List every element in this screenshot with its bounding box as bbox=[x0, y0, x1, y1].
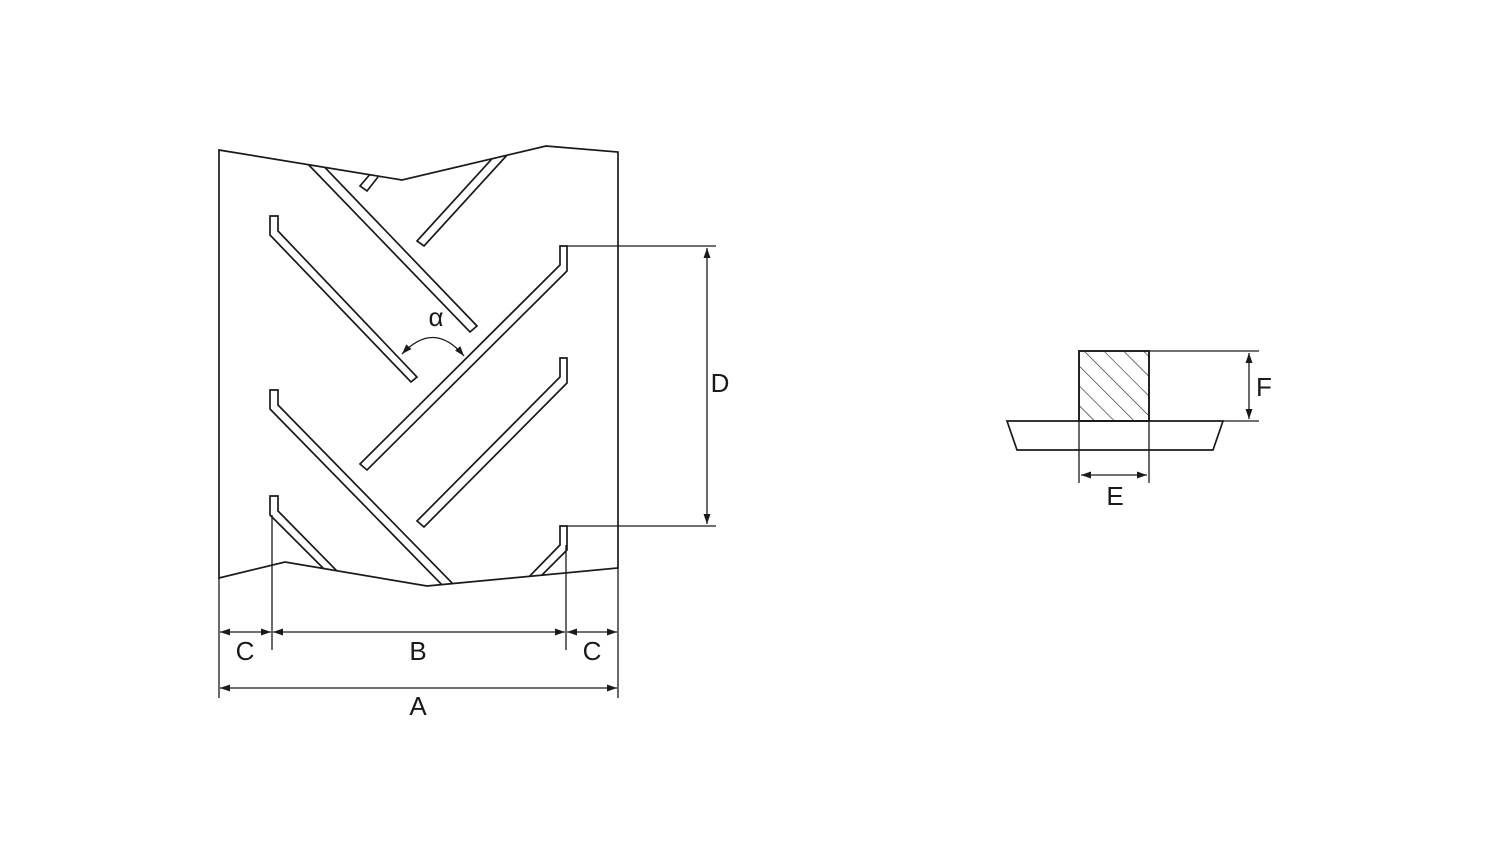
dimension-b: B bbox=[273, 628, 565, 666]
dimension-f: F bbox=[1149, 350, 1272, 422]
label-alpha: α bbox=[428, 302, 443, 332]
cleat-row1-left bbox=[269, 215, 419, 384]
label-d: D bbox=[711, 368, 730, 398]
label-c-right: C bbox=[583, 636, 602, 666]
label-b: B bbox=[409, 636, 426, 666]
angle-alpha-arc bbox=[401, 336, 465, 357]
label-e: E bbox=[1106, 481, 1123, 511]
cleat-top-stub bbox=[358, 171, 379, 193]
base-belt-section bbox=[1005, 420, 1225, 451]
cleat-row2-left bbox=[269, 389, 457, 586]
label-c-left: C bbox=[236, 636, 255, 666]
dimension-d: D bbox=[567, 245, 730, 527]
cleat-row2-right bbox=[415, 357, 568, 529]
dimension-e: E bbox=[1078, 421, 1150, 511]
dimension-c-left: C bbox=[220, 628, 271, 666]
label-a: A bbox=[409, 691, 427, 721]
dimension-c-right: C bbox=[567, 628, 617, 666]
cleat-cross-section: F E bbox=[1005, 350, 1272, 511]
label-f: F bbox=[1256, 372, 1272, 402]
cleat-top-right bbox=[415, 149, 509, 248]
dimension-a: A bbox=[220, 684, 617, 721]
cleat-top-left bbox=[303, 153, 479, 334]
cleats bbox=[269, 149, 568, 586]
cleat-row1-right bbox=[358, 245, 568, 472]
belt-top-view: α D C B C A bbox=[218, 145, 730, 721]
